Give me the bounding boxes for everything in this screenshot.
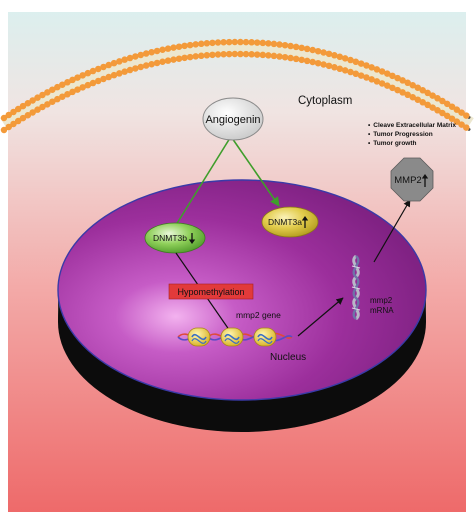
effect-item: Cleave Extracellular Matrix bbox=[368, 121, 456, 130]
down-arrow-icon bbox=[188, 233, 196, 244]
hypomethylation-label: Hypomethylation bbox=[177, 287, 244, 297]
mmp2-mrna-strand bbox=[351, 254, 361, 321]
dnmt3a-node: DNMT3a bbox=[261, 206, 319, 238]
mmp2-protein-label: MMP2 bbox=[394, 175, 421, 186]
dnmt3b-node: DNMT3b bbox=[144, 222, 206, 254]
nucleus-label: Nucleus bbox=[270, 352, 306, 363]
cytoplasm-label: Cytoplasm bbox=[298, 95, 352, 107]
mmp2-mrna-label-line1: mmp2 bbox=[370, 296, 393, 305]
gene-to-mrna-arrow bbox=[297, 297, 344, 337]
effect-item: Tumor Progression bbox=[368, 130, 456, 139]
nucleosome-3 bbox=[253, 327, 277, 347]
angiogenin-to-dnmt3b-line bbox=[175, 137, 231, 226]
angiogenin-to-dnmt3a-arrow bbox=[231, 137, 280, 207]
angiogenin-label: Angiogenin bbox=[205, 114, 260, 126]
effect-item: Tumor growth bbox=[368, 139, 456, 148]
mmp2-protein-node: MMP2 bbox=[390, 157, 434, 202]
nucleosome-2 bbox=[220, 327, 244, 347]
cell-membrane bbox=[0, 38, 474, 134]
nucleosome-1 bbox=[187, 327, 211, 347]
up-arrow-icon bbox=[301, 216, 309, 228]
mmp2-mrna-label-line2: mRNA bbox=[370, 306, 394, 315]
up-arrow-icon bbox=[421, 174, 429, 187]
angiogenin-node: Angiogenin bbox=[202, 97, 264, 141]
dnmt3a-label: DNMT3a bbox=[268, 217, 302, 227]
mrna-to-mmp2-arrow bbox=[373, 199, 411, 263]
mmp2-effects-list: Cleave Extracellular Matrix Tumor Progre… bbox=[368, 121, 456, 148]
dnmt3b-label: DNMT3b bbox=[153, 233, 187, 243]
hypomethylation-box: Hypomethylation bbox=[168, 283, 254, 300]
mmp2-gene-label: mmp2 gene bbox=[236, 310, 281, 320]
